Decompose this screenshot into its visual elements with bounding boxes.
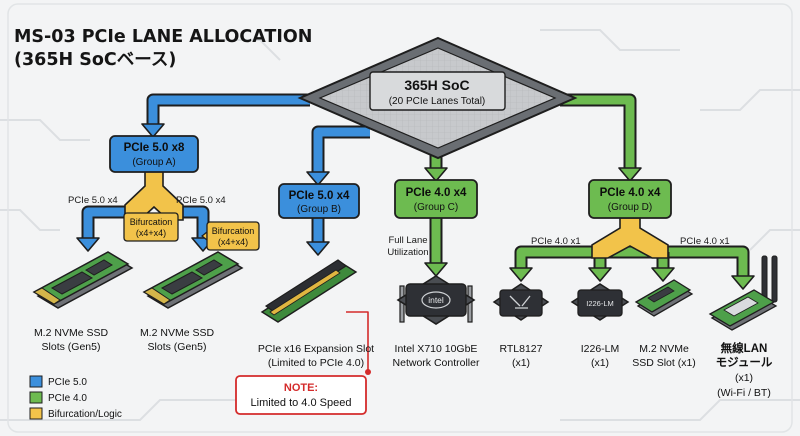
note-title: NOTE: [284, 382, 318, 394]
soc-sub: (20 PCIe Lanes Total) [389, 96, 486, 107]
m2-ssd-slot-illustration [634, 279, 694, 317]
ssd1-label-2: Slots (Gen5) [42, 341, 101, 353]
wlan-label-4: (Wi-Fi / BT) [717, 387, 771, 399]
wlan-label-2: モジュール [716, 356, 773, 369]
group-d-sub: (Group D) [608, 202, 652, 213]
wlan-module-illustration [708, 255, 778, 331]
wlan-label-1: 無線LAN [721, 341, 768, 355]
arrowhead-group-a [141, 123, 165, 138]
group-b-box: PCIe 5.0 x4 (Group B) [278, 183, 360, 219]
connectors [76, 93, 755, 375]
group-d-box: PCIe 4.0 x4 (Group D) [588, 179, 672, 219]
arrow-soc-to-group-b [311, 125, 370, 174]
diagram-subtitle: (365H SoCベース) [14, 50, 176, 70]
pcie-slot-illustration [260, 259, 358, 323]
arrowhead-group-b [306, 171, 330, 186]
svg-text:(x4+x4): (x4+x4) [136, 228, 166, 238]
rtl8127-label-1: RTL8127 [499, 343, 542, 355]
group-a-sub: (Group A) [132, 157, 175, 168]
legend-label-logic: Bifurcation/Logic [48, 409, 122, 420]
pcie-slot-label-2: (Limited to PCIe 4.0) [268, 357, 364, 369]
legend-swatch-logic [29, 407, 43, 420]
soc-name: 365H SoC [404, 77, 469, 93]
legend-swatch-pcie5 [29, 375, 43, 388]
wlan-label-3: (x1) [735, 372, 753, 384]
ssd1-label-1: M.2 NVMe SSD [34, 327, 109, 339]
ssd2-label-2: Slots (Gen5) [148, 341, 207, 353]
rtl8127-chip-illustration [492, 283, 550, 321]
svg-text:(x4+x4): (x4+x4) [218, 237, 248, 247]
legend: PCIe 5.0 PCIe 4.0 Bifurcation/Logic [29, 375, 122, 420]
legend-label-pcie5: PCIe 5.0 [48, 377, 87, 388]
group-a-title: PCIe 5.0 x8 [124, 142, 185, 154]
note-text: Limited to 4.0 Speed [251, 397, 352, 409]
group-c-title: PCIe 4.0 x4 [406, 187, 467, 199]
ssd2-label-1: M.2 NVMe SSD [140, 327, 215, 339]
note-box: NOTE: Limited to 4.0 Speed [235, 375, 367, 415]
group-b-sub: (Group B) [297, 204, 341, 215]
ssd2-illustration [142, 251, 244, 309]
group-b-title: PCIe 5.0 x4 [289, 190, 350, 202]
rtl8127-label-2: (x1) [512, 357, 530, 369]
soc-chip: 365H SoC (20 PCIe Lanes Total) [297, 36, 578, 160]
arrowhead-group-c [424, 167, 448, 182]
bifurcation-box-1: Bifurcation (x4+x4) [123, 212, 179, 242]
x710-label-2: Network Controller [393, 357, 480, 369]
lane-label-a-left: PCIe 5.0 x4 [68, 195, 118, 206]
bifurcation-funnel-d [591, 217, 669, 259]
ssd1-illustration [32, 251, 134, 309]
legend-swatch-pcie4 [29, 391, 43, 404]
diagram-title: MS-03 PCIe LANE ALLOCATION [14, 27, 312, 47]
svg-text:Bifurcation: Bifurcation [212, 226, 255, 236]
m2-slot-label-1: M.2 NVMe [639, 343, 689, 355]
x710-chip-illustration: intel [396, 275, 476, 325]
full-lane-line2: Utilization [387, 247, 428, 258]
group-d-title: PCIe 4.0 x4 [600, 187, 661, 199]
arrowhead-group-d [618, 167, 642, 182]
x710-chip-logo: intel [428, 295, 444, 305]
i226-label-1: I226-LM [581, 343, 620, 355]
pcie-slot-label-1: PCIe x16 Expansion Slot [258, 343, 374, 355]
arrow-soc-to-group-d [560, 93, 637, 170]
lane-label-d-right: PCIe 4.0 x1 [680, 236, 730, 247]
bifurcation-box-2: Bifurcation (x4+x4) [201, 221, 260, 251]
group-c-box: PCIe 4.0 x4 (Group C) [394, 179, 478, 219]
group-a-box: PCIe 5.0 x8 (Group A) [109, 135, 199, 173]
lane-label-a-right: PCIe 5.0 x4 [176, 195, 226, 206]
group-c-sub: (Group C) [414, 202, 458, 213]
circuit-background [0, 3, 800, 433]
legend-label-pcie4: PCIe 4.0 [48, 393, 87, 404]
i226-label-2: (x1) [591, 357, 609, 369]
i226-chip-illustration: I226-LM [570, 283, 630, 321]
note-connector [346, 311, 369, 370]
full-lane-line1: Full Lane [388, 235, 427, 246]
m2-slot-label-2: SSD Slot (x1) [632, 357, 696, 369]
i226-chip-text: I226-LM [586, 299, 614, 308]
lane-label-d-left: PCIe 4.0 x1 [531, 236, 581, 247]
x710-label-1: Intel X710 10GbE [395, 343, 478, 355]
svg-text:Bifurcation: Bifurcation [130, 217, 173, 227]
